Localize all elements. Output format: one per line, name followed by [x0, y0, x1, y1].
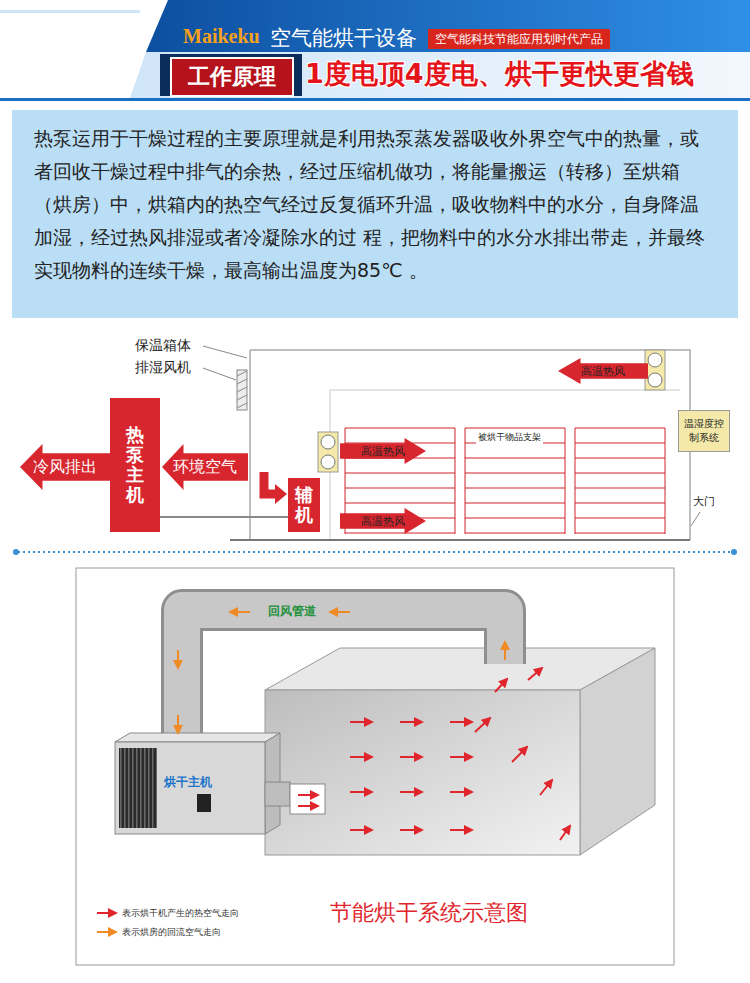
airflow-arrow [350, 721, 372, 723]
part-label: 大门 [693, 494, 715, 509]
airflow-arrow [400, 829, 422, 831]
rack-shelf [465, 488, 565, 489]
airflow-arrow [528, 668, 542, 680]
control-label: 温湿度控制系统 [682, 417, 726, 445]
legend-text: 表示烘房的回流空气走向 [122, 926, 221, 939]
airflow-arrow [540, 780, 552, 795]
airflow-arrow [400, 756, 422, 758]
rack-shelf [575, 488, 665, 489]
airflow-arrow [450, 829, 472, 831]
system-drawing [76, 568, 674, 965]
airflow-arrow [350, 829, 372, 831]
hot-air-arrows [298, 668, 570, 840]
divider [13, 549, 737, 555]
airflow-arrow [512, 747, 527, 762]
duct-label: 回风管道 [268, 603, 316, 620]
unit-label: 辅机 [295, 485, 313, 525]
airflow-arrow [450, 791, 472, 793]
rack-shelf [575, 503, 665, 504]
hot-air-arrow: 高温热风 [340, 438, 426, 464]
airflow-arrow [475, 718, 490, 732]
caption: 节能烘干系统示意图 [330, 898, 528, 928]
header-banner [0, 0, 750, 101]
aux-unit-box: 辅机 [288, 478, 320, 532]
airflow-arrow [495, 679, 507, 692]
pipe-connector [160, 516, 288, 518]
arrow-label: 环境空气 [173, 457, 237, 478]
room-outline [203, 346, 700, 540]
intake-arrow: 环境空气 [162, 444, 248, 490]
rack-shelf [345, 488, 455, 489]
slogan-text: 空气能科技节能应用划时代产品 [435, 31, 603, 48]
arrow-label: 冷风排出 [33, 457, 97, 478]
rack-shelf [465, 518, 565, 519]
airflow-arrow [400, 721, 422, 723]
rack-shelf [345, 473, 455, 474]
airflow-arrow [350, 756, 372, 758]
airflow-arrow [298, 805, 318, 807]
airflow-arrow [560, 826, 570, 840]
intro-panel: 热泵运用于干燥过程的主要原理就是利用热泵蒸发器吸收外界空气中的热量，或者回收干燥… [12, 110, 738, 318]
arrow-label: 高温热风 [361, 444, 405, 459]
exhaust-arrow: 冷风排出 [20, 444, 110, 490]
rack-shelf [345, 428, 455, 429]
control-box: 温湿度控制系统 [678, 410, 730, 452]
rack-shelf [465, 533, 565, 534]
airflow-arrow [400, 791, 422, 793]
part-label: 排湿风机 [135, 359, 191, 377]
rack-shelf [465, 458, 565, 459]
unit-label: 热泵主机 [126, 425, 144, 504]
hot-air-arrow: 高温热风 [340, 508, 426, 534]
headline: 1度电顶4度电、烘干更快更省钱 [305, 56, 694, 92]
heat-pump-box: 热泵主机 [110, 398, 160, 532]
part-label: 保温箱体 [135, 337, 191, 355]
fans [318, 350, 665, 472]
rack-shelf [575, 473, 665, 474]
airflow-arrow [450, 756, 472, 758]
arrow-label: 高温热风 [361, 514, 405, 529]
legend-text: 表示烘干机产生的热空气走向 [122, 907, 239, 920]
section-title: 工作原理 [188, 62, 276, 92]
rack-shelf [575, 428, 665, 429]
rack-shelf [345, 533, 455, 534]
part-label: 被烘干物品支架 [476, 431, 543, 444]
rack-shelf [345, 503, 455, 504]
hot-air-arrow: 高温热风 [558, 358, 648, 384]
section-tag: 工作原理 [170, 57, 294, 97]
rack-shelf [575, 458, 665, 459]
slogan-tag: 空气能科技节能应用划时代产品 [428, 29, 610, 49]
rack-shelf [575, 533, 665, 534]
arrow-label: 高温热风 [581, 364, 625, 379]
rack-shelf [575, 518, 665, 519]
product-name: 空气能烘干设备 [270, 24, 417, 52]
intake-bend-arrow [264, 472, 287, 504]
intro-text: 热泵运用于干燥过程的主要原理就是利用热泵蒸发器吸收外界空气中的热量，或者回收干燥… [34, 122, 716, 287]
airflow-arrow [450, 721, 472, 723]
rack-shelf [465, 503, 565, 504]
airflow-arrow [298, 794, 318, 796]
rack-shelf [465, 428, 565, 429]
rack-shelf [465, 473, 565, 474]
brand-name: Maikeku [183, 25, 260, 48]
rack-shelf [575, 443, 665, 444]
unit-label: 烘干主机 [164, 774, 212, 791]
airflow-arrow [350, 791, 372, 793]
